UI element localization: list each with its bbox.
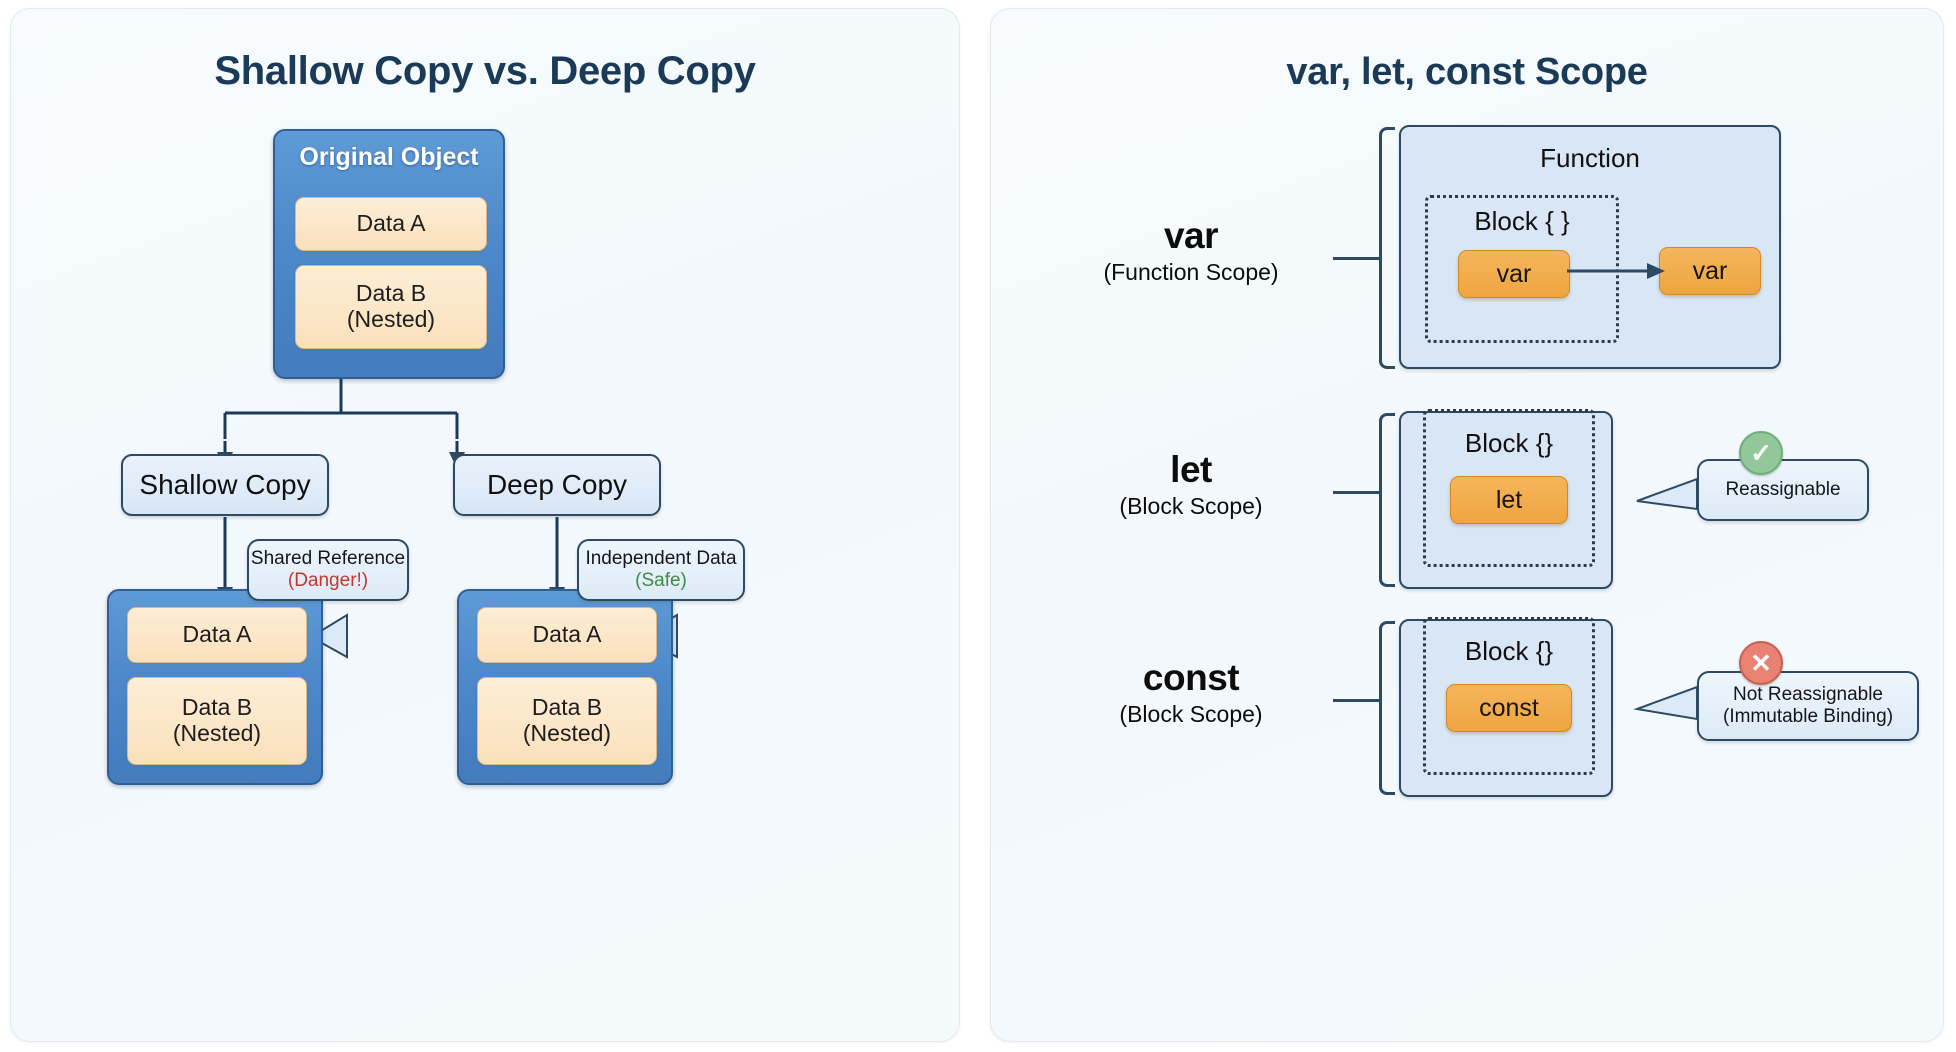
- shared-reference-callout: Shared Reference (Danger!): [247, 539, 409, 601]
- callout-line1: Reassignable: [1725, 478, 1841, 500]
- scope-keyword: const: [1142, 657, 1240, 698]
- deep-copy-label-box: Deep Copy: [453, 454, 661, 516]
- deep-copy-label: Deep Copy: [486, 469, 628, 500]
- scope-bracket-var: [1379, 127, 1396, 369]
- keyword-chip-var-outside: var: [1659, 247, 1762, 295]
- scope-bracket-let: [1379, 413, 1396, 587]
- scope-keyword: var: [1163, 215, 1219, 256]
- deep-field-a: Data A: [477, 607, 657, 663]
- field-line2: (Nested): [522, 720, 612, 746]
- let-callout-tail: [1636, 477, 1699, 511]
- field-line2: (Nested): [346, 306, 436, 332]
- field-line2: (Nested): [172, 720, 262, 746]
- block-scope-dotted-var: Block { } var: [1425, 195, 1620, 343]
- callout-line1: Independent Data: [585, 547, 737, 569]
- scope-label-let: let (Block Scope): [1061, 449, 1321, 520]
- scope-keyword: let: [1170, 449, 1212, 490]
- shallow-field-b: Data B (Nested): [127, 677, 307, 765]
- field-line1: Data B: [355, 280, 427, 307]
- field-line1: Data B: [531, 694, 603, 721]
- scope-tick-const: [1333, 699, 1380, 702]
- block-scope-dotted-const: Block {} const: [1423, 617, 1596, 775]
- field-line1: Data A: [356, 210, 426, 237]
- scope-label-var: var (Function Scope): [1061, 215, 1321, 286]
- scope-bracket-const: [1379, 621, 1396, 795]
- keyword-chip-const: const: [1446, 684, 1573, 732]
- original-object-title: Original Object: [299, 143, 479, 171]
- deep-copy-result-box: Data A Data B (Nested): [457, 589, 673, 785]
- panel-var-let-const: var, let, const Scope var (Function Scop…: [990, 8, 1944, 1042]
- block-caption: Block {}: [1464, 428, 1554, 458]
- original-field-b: Data B (Nested): [295, 265, 487, 349]
- not-reassignable-callout: Not Reassignable (Immutable Binding): [1697, 671, 1920, 741]
- function-caption: Function: [1540, 143, 1640, 173]
- callout-line1: Not Reassignable: [1733, 683, 1883, 705]
- cross-circle-icon: ✕: [1739, 641, 1784, 685]
- field-line1: Data A: [532, 621, 602, 648]
- block-container-const: Block {} const: [1399, 617, 1614, 797]
- var-leak-arrow: [1567, 263, 1666, 279]
- right-panel-title: var, let, const Scope: [1286, 51, 1648, 93]
- scope-tick-let: [1333, 491, 1380, 494]
- deep-field-b: Data B (Nested): [477, 677, 657, 765]
- keyword-chip-let: let: [1450, 476, 1569, 524]
- original-field-a: Data A: [295, 197, 487, 251]
- scope-note: (Function Scope): [1103, 259, 1279, 285]
- shallow-copy-label-box: Shallow Copy: [121, 454, 329, 516]
- block-caption: Block { }: [1474, 206, 1570, 236]
- callout-line2: (Safe): [635, 570, 687, 591]
- callout-line2: (Immutable Binding): [1723, 706, 1894, 727]
- block-caption: Block {}: [1464, 636, 1554, 666]
- shallow-copy-label: Shallow Copy: [139, 469, 311, 500]
- scope-note: (Block Scope): [1119, 493, 1263, 519]
- const-callout-tail: [1633, 685, 1699, 721]
- panel-shallow-vs-deep: Shallow Copy vs. Deep Copy: [10, 8, 961, 1042]
- block-scope-dotted-let: Block {} let: [1423, 409, 1596, 567]
- callout-line1: Shared Reference: [250, 547, 406, 569]
- field-line1: Data A: [182, 621, 252, 648]
- left-panel-title: Shallow Copy vs. Deep Copy: [214, 49, 756, 93]
- scope-label-const: const (Block Scope): [1061, 657, 1321, 728]
- keyword-chip-var-inside: var: [1458, 250, 1571, 298]
- callout-line2: (Danger!): [287, 570, 369, 591]
- check-circle-icon: ✓: [1739, 431, 1784, 475]
- independent-data-callout: Independent Data (Safe): [577, 539, 745, 601]
- field-line1: Data B: [181, 694, 253, 721]
- shallow-copy-result-box: Data A Data B (Nested): [107, 589, 323, 785]
- shallow-field-a: Data A: [127, 607, 307, 663]
- scope-note: (Block Scope): [1119, 701, 1263, 727]
- scope-tick-var: [1333, 257, 1380, 260]
- block-container-let: Block {} let: [1399, 409, 1614, 589]
- function-scope-box-var: Function Block { } var var: [1399, 125, 1782, 369]
- reassignable-callout: Reassignable: [1697, 459, 1870, 521]
- original-object-box: Original Object Data A Data B (Nested): [273, 129, 505, 379]
